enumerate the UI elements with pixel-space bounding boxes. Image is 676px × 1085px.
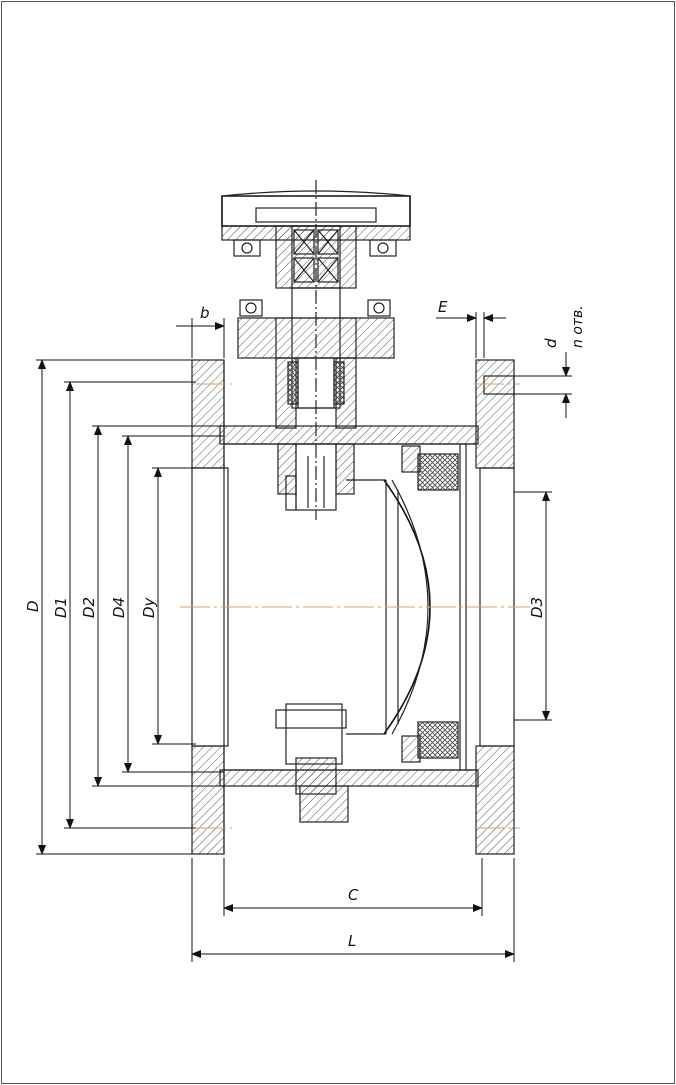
label-C: C	[348, 886, 359, 904]
right-flange	[475, 359, 515, 855]
label-D4: D4	[110, 597, 128, 618]
upper-trunnion	[277, 443, 355, 511]
label-D: D	[24, 600, 42, 612]
label-D2: D2	[80, 597, 98, 618]
label-n-holes: n отв.	[570, 305, 586, 348]
label-b: b	[200, 304, 210, 322]
label-L: L	[348, 932, 356, 950]
packing-gland	[275, 357, 357, 429]
label-D3: D3	[528, 597, 546, 618]
label-Dy: Dy	[140, 596, 158, 618]
label-d: d	[542, 338, 560, 348]
label-D1: D1	[52, 597, 70, 618]
lower-trunnion	[275, 703, 349, 823]
label-E: E	[438, 298, 448, 316]
valve-seat	[401, 444, 467, 770]
body-wall	[219, 425, 479, 787]
